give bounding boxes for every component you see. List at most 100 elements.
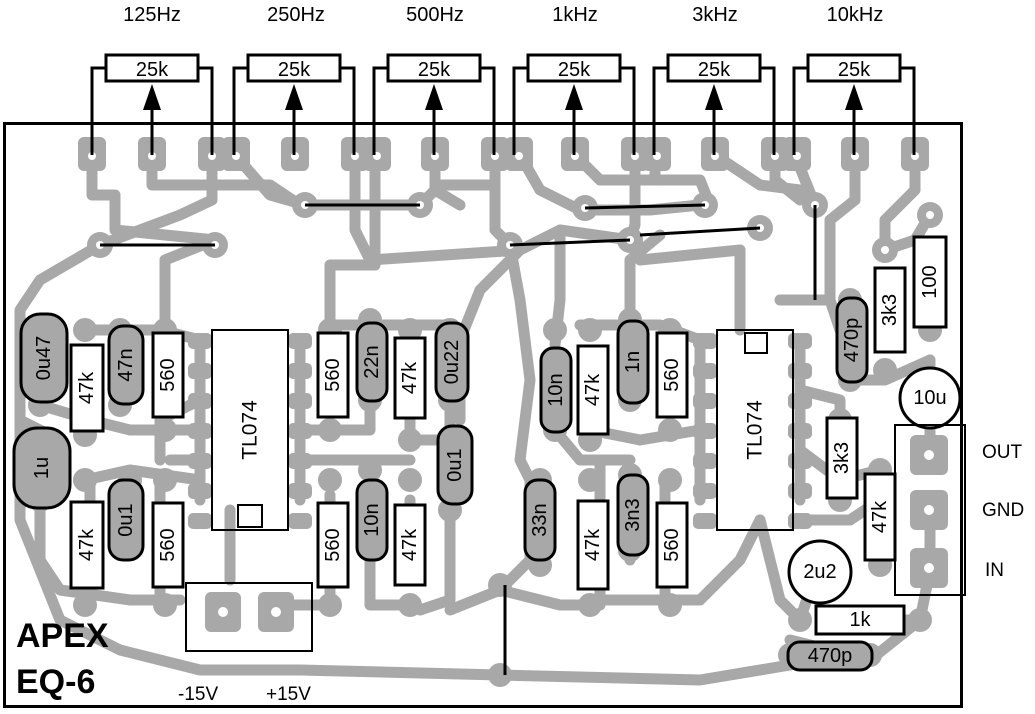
pot-1: 25k — [90, 53, 214, 155]
component-value-label: 100 — [919, 265, 941, 298]
capacitor: 10n — [355, 478, 389, 562]
capacitor: 10u — [898, 366, 962, 430]
resistor: 1k — [814, 604, 906, 636]
resistor: 47k — [576, 344, 610, 436]
freq-label-1: 125Hz — [123, 4, 181, 26]
component-value-label: 0u1 — [444, 448, 466, 481]
component-value-label: 470p — [841, 318, 863, 363]
component-value-label: 1n — [622, 351, 644, 373]
freq-label-5: 3kHz — [692, 4, 738, 26]
jumper-wires — [100, 203, 817, 675]
pot-value-label: 25k — [558, 59, 591, 81]
connector-out-label: OUT — [982, 442, 1023, 463]
pot-value-label: 25k — [698, 59, 731, 81]
resistor: 47k — [69, 500, 105, 590]
component-value-label: 2u2 — [803, 561, 836, 583]
component-value-label: 47k — [582, 528, 604, 561]
component-value-label: 47n — [115, 348, 137, 381]
pot-4: 25k — [512, 53, 636, 155]
component-value-label: 3k3 — [831, 442, 853, 474]
capacitor: 470p — [835, 296, 869, 384]
component-value-label: 560 — [157, 528, 179, 561]
component-value-label: 10n — [545, 373, 567, 406]
resistor: 560 — [655, 331, 689, 419]
capacitor: 0u1 — [107, 478, 145, 562]
capacitor: 2u2 — [787, 539, 853, 605]
power-pos-label: +15V — [266, 684, 311, 705]
component-value-label: 47k — [582, 373, 604, 406]
pot-6: 25k — [792, 53, 916, 155]
component-value-label: 47k — [76, 371, 98, 404]
pot-value-label: 25k — [418, 59, 451, 81]
capacitor: 1u — [12, 426, 72, 510]
capacitor: 3n3 — [616, 473, 650, 557]
freq-label-4: 1kHz — [552, 4, 598, 26]
component-value-label: 0u1 — [115, 503, 137, 536]
pot-value-label: 25k — [278, 59, 311, 81]
pot-5: 25k — [652, 53, 776, 155]
component-value-label: 1u — [31, 457, 53, 479]
resistor: 3k3 — [873, 266, 907, 354]
component-value-label: 47k — [76, 528, 98, 561]
resistor: 100 — [912, 235, 948, 329]
capacitor: 22n — [355, 321, 389, 403]
potentiometers: 25k 25k 25k 25k 25k 25k — [90, 53, 916, 155]
resistor: 560 — [316, 501, 350, 589]
component-value-label: 47k — [869, 500, 891, 533]
component-value-label: 0u47 — [33, 336, 55, 381]
component-value-label: 3n3 — [622, 498, 644, 531]
component-value-label: 33n — [529, 503, 551, 536]
component-value-label: 0u22 — [441, 340, 463, 385]
capacitor: 0u47 — [19, 312, 69, 404]
resistor: 560 — [151, 331, 185, 419]
capacitor: 1n — [616, 319, 650, 405]
component-value-label: 3k3 — [879, 294, 901, 326]
power-neg-label: -15V — [178, 684, 219, 705]
resistor: 47k — [393, 336, 427, 420]
ic-label: TL074 — [744, 400, 767, 460]
capacitor: 33n — [523, 478, 557, 562]
board-title-line2: EQ-6 — [16, 663, 96, 701]
resistor: 47k — [863, 472, 897, 562]
capacitor: 0u22 — [434, 321, 470, 403]
component-value-label: 1k — [849, 609, 871, 631]
pot-2: 25k — [232, 53, 356, 155]
component-value-label: 560 — [157, 358, 179, 391]
connector-gnd-label: GND — [982, 500, 1025, 521]
resistor: 560 — [655, 501, 689, 589]
component-value-label: 47k — [399, 361, 421, 394]
capacitor: 10n — [539, 346, 573, 434]
freq-label-6: 10kHz — [826, 4, 884, 26]
connector-in-label: IN — [985, 560, 1004, 581]
ic-outlines — [185, 329, 966, 652]
capacitor: 0u1 — [436, 424, 474, 506]
component-value-label: 560 — [322, 358, 344, 391]
component-value-label: 560 — [661, 358, 683, 391]
resistor: 47k — [576, 499, 610, 591]
capacitor: 470p — [786, 640, 874, 672]
components: 0u47 47k 47n 560 1u 47k 0u1 560 560 22n 47k 0u22 0u1… — [12, 235, 962, 672]
component-value-label: 560 — [661, 528, 683, 561]
pot-value-label: 25k — [136, 59, 169, 81]
component-value-label: 10n — [361, 503, 383, 536]
board-outline — [3, 122, 963, 708]
pot-3: 25k — [372, 53, 496, 155]
resistor: 3k3 — [825, 416, 859, 500]
resistor: 560 — [151, 501, 185, 589]
board-title-line1: APEX — [16, 617, 109, 655]
pot-value-label: 25k — [838, 59, 871, 81]
ic-label: TL074 — [239, 400, 262, 460]
resistor: 560 — [316, 331, 350, 419]
component-value-label: 47k — [399, 528, 421, 561]
resistor: 47k — [69, 343, 105, 433]
freq-label-3: 500Hz — [406, 4, 464, 26]
resistor: 47k — [393, 503, 427, 587]
component-value-label: 22n — [361, 345, 383, 378]
component-value-label: 560 — [322, 528, 344, 561]
pad-holes — [88, 152, 934, 617]
component-value-label: 10u — [913, 387, 946, 409]
freq-label-2: 250Hz — [267, 4, 325, 26]
component-value-label: 470p — [808, 645, 853, 667]
